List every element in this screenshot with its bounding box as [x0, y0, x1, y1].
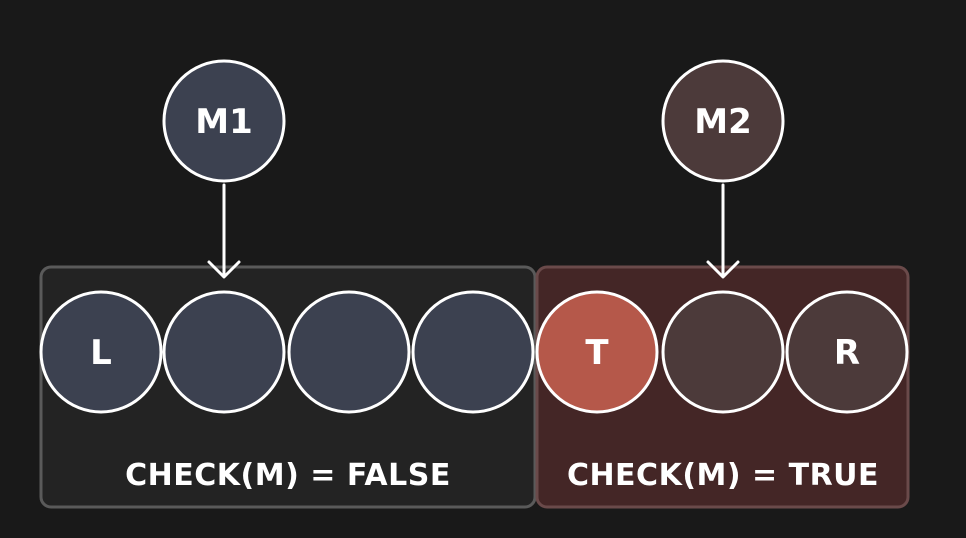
pointer-node-m1: M1: [162, 59, 286, 183]
array-node-4: [411, 290, 535, 414]
arrow-m1: [207, 183, 241, 279]
arrow-m2: [706, 183, 740, 279]
pointer-label-m2: M2: [694, 102, 752, 142]
array-node-3: [287, 290, 411, 414]
array-node-7: R: [785, 290, 909, 414]
region-false-label: CHECK(M) = FALSE: [125, 458, 451, 493]
pointer-node-m2: M2: [661, 59, 785, 183]
pointer-label-m1: M1: [195, 102, 253, 142]
array-node-1: L: [39, 290, 163, 414]
array-node-label-7: R: [834, 333, 860, 373]
region-true-label: CHECK(M) = TRUE: [567, 458, 879, 493]
region-false-box: [39, 265, 537, 509]
array-node-label-5: T: [585, 333, 609, 373]
array-node-6: [661, 290, 785, 414]
array-node-2: [162, 290, 286, 414]
array-node-5: T: [535, 290, 659, 414]
array-node-label-1: L: [90, 333, 112, 373]
